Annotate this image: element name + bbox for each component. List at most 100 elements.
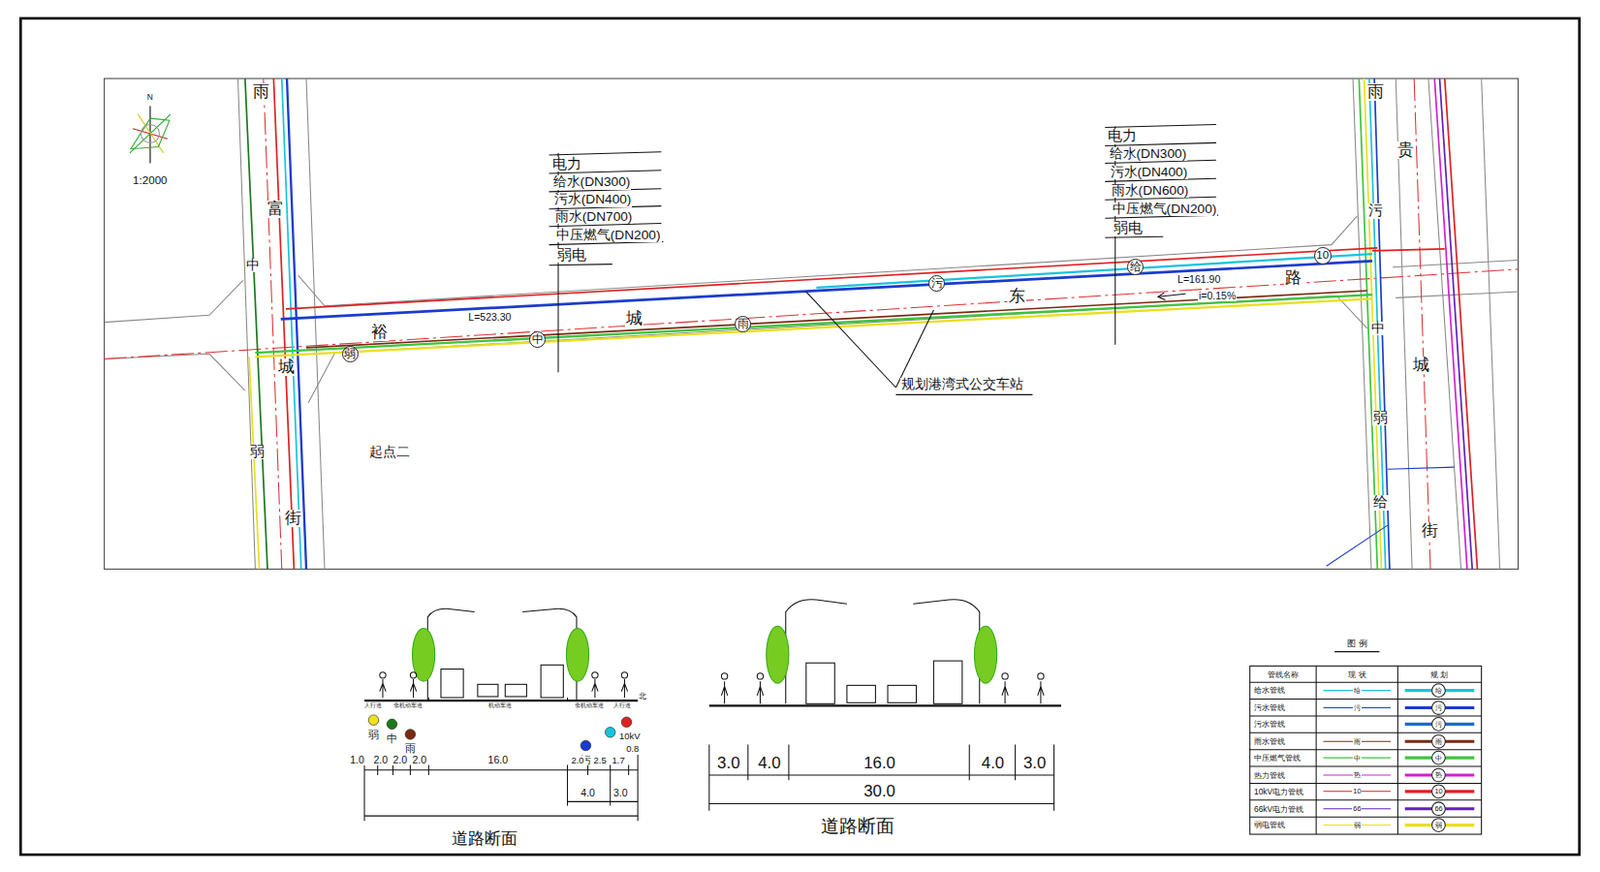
legend-table	[1250, 749, 1482, 751]
road-outline	[1392, 259, 1518, 267]
legend-table	[1250, 682, 1482, 684]
map-label: 起点二	[368, 445, 411, 460]
map-label: 富	[266, 200, 285, 219]
marker-text: 雨	[737, 318, 750, 331]
section-label: 3.0	[1022, 754, 1047, 773]
cross-section-left	[364, 699, 638, 702]
legend-symbol: 10	[1351, 787, 1362, 796]
north-arrow	[129, 105, 171, 163]
map-label: 城	[277, 358, 296, 377]
map-label: 污水(DN400)	[1109, 165, 1190, 180]
pipe-marker: 10	[1314, 247, 1332, 265]
map-label: 街	[1420, 522, 1440, 540]
cross-section-left	[592, 672, 598, 679]
dimension-lines	[709, 803, 1055, 805]
map-label: 给水(DN300)	[1108, 147, 1189, 161]
leader-lines	[549, 264, 613, 266]
road-centerline	[104, 78, 1519, 569]
cross-section-left	[428, 697, 430, 701]
legend-table	[1250, 715, 1482, 717]
legend-samples	[1432, 701, 1446, 716]
map-label: 给水(DN300)	[552, 175, 632, 189]
road-centerline	[263, 78, 283, 569]
legend-samples	[1432, 784, 1446, 799]
road-outline	[306, 78, 325, 569]
road-outline	[298, 216, 1358, 307]
road-outline	[104, 78, 1519, 569]
leader-lines	[895, 310, 934, 388]
legend-symbol: 热	[1434, 771, 1444, 780]
cross-section-left	[364, 608, 638, 701]
map-label: 裕	[370, 323, 389, 342]
section-label: 非机动车道	[573, 702, 605, 710]
road-outline	[1395, 291, 1518, 298]
pipelines	[245, 78, 1478, 569]
dimension-lines	[708, 744, 710, 811]
legend-samples	[1432, 751, 1446, 765]
cross-section-left	[477, 684, 499, 697]
leader-lines	[1104, 236, 1163, 238]
cross-section-left	[592, 679, 598, 698]
road-outline	[308, 295, 1368, 404]
map-label: 弱电	[1112, 220, 1144, 236]
legend-item: 给水管线	[1253, 686, 1287, 695]
section-label: 0.8	[625, 744, 640, 754]
section-label: 雨	[404, 743, 417, 754]
section-label: 道路断面	[450, 830, 519, 848]
road-outline	[104, 353, 246, 391]
map-label: 城	[625, 310, 644, 328]
pipe-marker: 给	[1127, 258, 1144, 276]
legend-table	[1250, 783, 1482, 785]
marker-text: 中	[532, 334, 544, 346]
dimension-lines	[376, 764, 378, 776]
map-label: 弱	[1372, 410, 1389, 426]
section-label: 弱	[367, 729, 380, 741]
legend-symbol: 污	[1434, 721, 1444, 729]
map-label: 东	[1007, 287, 1027, 306]
legend-item: 弱电管线	[1253, 820, 1287, 830]
map-label: 雨水(DN700)	[554, 210, 634, 224]
pipe-dots	[604, 727, 616, 739]
dimension-lines	[747, 744, 749, 781]
legend-item: 污水管线	[1253, 703, 1287, 713]
map-label: 中压燃气(DN200)	[555, 228, 662, 243]
legend-table	[1250, 799, 1482, 801]
legend-samples	[1432, 718, 1446, 732]
pipe-dots	[405, 729, 416, 741]
legend-item: 雨水管线	[1253, 737, 1287, 747]
north-arrow	[130, 118, 170, 150]
legend-table	[1250, 766, 1482, 768]
section-label: 2.0	[569, 755, 585, 766]
marker-text: 污	[931, 278, 943, 290]
map-label: 给	[1372, 495, 1389, 510]
cross-section-right	[887, 685, 916, 703]
cross-section-left	[440, 669, 464, 698]
dimension-lines	[969, 744, 971, 781]
legend-table	[1334, 651, 1380, 653]
dimension-lines	[566, 764, 568, 806]
dimension-lines	[637, 754, 639, 821]
legend-item: 热力管线	[1253, 771, 1287, 781]
road-outline	[104, 280, 244, 322]
dimension-lines	[1014, 744, 1016, 781]
map-label: 1:2000	[131, 174, 168, 187]
map-label: 规划港湾式公交车站	[900, 377, 1025, 392]
map-label: 贵	[1396, 141, 1415, 159]
pipe-dots	[368, 715, 379, 726]
map-label: 污水(DN400)	[553, 192, 633, 207]
dimension-lines	[392, 764, 394, 776]
legend-samples	[1432, 734, 1446, 749]
dimension-lines	[428, 764, 430, 776]
dimension-lines	[709, 704, 1062, 707]
cross-section-right	[1037, 681, 1044, 704]
legend-symbol: 给	[1352, 687, 1362, 695]
pipe-marker: 污	[928, 275, 945, 292]
section-label: 北	[637, 691, 648, 701]
legend-symbol: 中	[1434, 754, 1444, 763]
section-label: 非机动车道	[392, 702, 424, 710]
section-label: 中	[385, 733, 399, 745]
dimension-lines	[409, 764, 411, 776]
section-label: 16.0	[487, 754, 509, 766]
cross-section-right	[766, 626, 789, 684]
section-label: 3.0	[716, 754, 741, 773]
